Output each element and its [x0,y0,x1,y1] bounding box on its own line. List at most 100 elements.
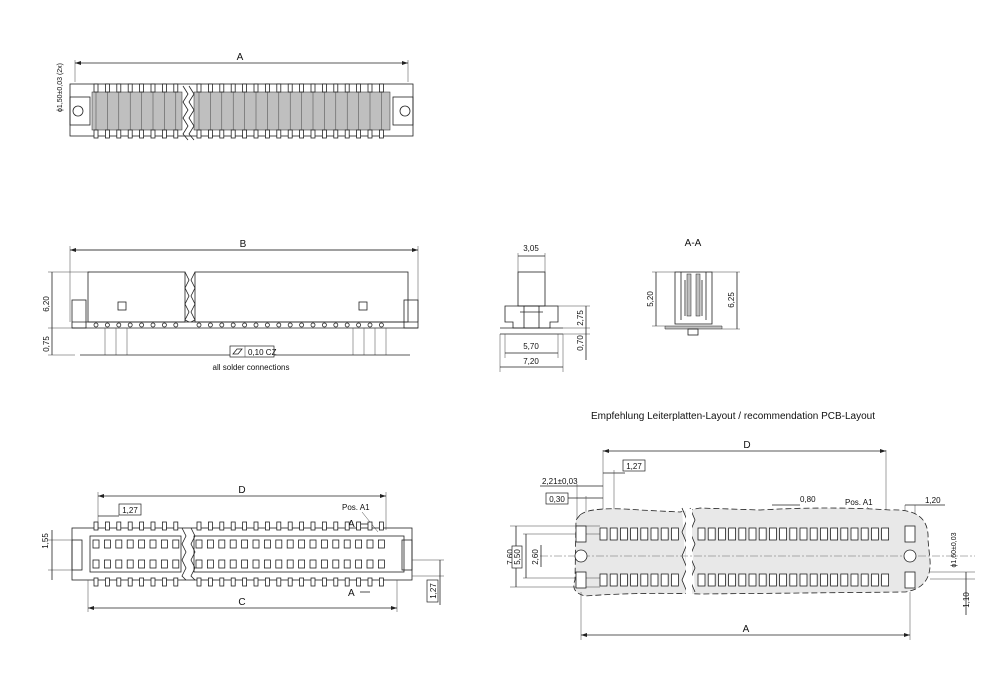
pcb-pad-top [850,527,859,541]
top-pin-lower [253,129,259,139]
bottom-contact-upper [252,539,260,549]
pcb-pad-top [748,527,757,541]
bottom-contact-lower [195,559,203,569]
dim-620: 6,20 [42,296,51,312]
pitch-box-pcb [622,459,646,472]
top-pin-lower [321,129,327,139]
top-pin-upper [356,83,362,93]
pcb-pad-top [660,527,669,541]
front-pin [219,322,225,328]
dim-520: 5,20 [646,291,655,307]
bottom-contact-upper [229,539,237,549]
bottom-contact-lower [172,559,180,569]
front-pin [276,322,282,328]
pcb-pad-top [769,527,777,541]
bottom-contact-upper [218,539,226,549]
pcb-pad-top [779,527,787,541]
top-pin-upper [287,83,293,93]
top-pin-upper [196,83,202,93]
bottom-pin-upper [344,521,350,531]
bottom-pin-upper [356,521,362,531]
top-pin-lower [333,129,339,139]
pcb-pad-top [728,527,736,541]
pcb-pad-bottom [748,573,757,587]
bottom-contact-lower [275,559,283,569]
pcb-pad-bottom [881,573,889,587]
pcb-pad-top [620,527,628,541]
bottom-pin-lower [219,577,225,587]
bottom-pin-upper [93,521,99,531]
top-pin-upper [242,83,248,93]
box-550 [511,545,523,569]
pcb-pad-bottom [871,573,879,587]
top-pin-upper [276,83,282,93]
pcb-anchor-bl [575,571,587,589]
bottom-pin-upper [310,521,316,531]
pcb-pad-top [830,527,838,541]
bottom-pin-upper [230,521,236,531]
bottom-pin-lower [356,577,362,587]
top-pin-lower [219,129,225,139]
bottom-contact-upper [172,539,180,549]
pcb-pad-bottom [850,573,859,587]
front-pin [139,322,145,328]
bottom-contact-lower [263,559,271,569]
top-pin-lower [207,129,213,139]
pcb-pad-top [650,527,659,541]
top-pin-upper [378,83,384,93]
bottom-contact-lower [241,559,249,569]
mount-hole-right [399,105,411,117]
bottom-contact-upper [126,539,134,549]
top-pin-upper [230,83,236,93]
top-pin-upper [93,83,99,93]
bottom-contact-lower [218,559,226,569]
bottom-pin-upper [367,521,373,531]
bottom-pin-rows [92,521,385,587]
pcb-pad-top [881,527,889,541]
front-pin [207,322,213,328]
bottom-contact-lower [332,559,340,569]
bottom-pin-lower [116,577,122,587]
dim-b: B [240,239,247,250]
pcb-pad-bottom [707,573,716,587]
pcb-pad-bottom [728,573,736,587]
bottom-pin-upper [173,521,179,531]
dim-110: 1,10 [962,592,971,608]
bottom-contact-lower [160,559,168,569]
top-pin-upper [127,83,133,93]
bottom-pin-upper [161,521,167,531]
dim-720: 7,20 [523,357,539,366]
bottom-contact-upper [320,539,328,549]
pcb-pad-bottom [620,573,628,587]
bottom-view: D 1,27 Pos. A1 A A C 1,55 1,27 [41,485,444,612]
bottom-contact-upper [92,539,100,549]
top-pin-upper [333,83,339,93]
bottom-pin-lower [299,577,305,587]
front-pin [264,322,270,328]
pcb-pad-top [738,527,747,541]
top-pin-lower [230,129,236,139]
section-label: A-A [685,238,702,249]
dim-hole-top: ϕ1,50±0,03 (2x) [57,63,64,112]
bottom-pin-upper [196,521,202,531]
bottom-pin-upper [264,521,270,531]
pcb-pad-bottom [789,573,798,587]
top-pin-lower [299,129,305,139]
bottom-contact-upper [343,539,351,549]
top-pin-lower [105,129,110,139]
top-pin-lower [378,129,384,139]
pcb-pad-top [789,527,798,541]
flatness-box [229,345,275,358]
top-pin-lower [116,129,122,139]
top-pin-upper [116,83,122,93]
front-pin [93,322,99,328]
bottom-pin-lower [264,577,270,587]
top-pin-upper [105,83,110,93]
pcb-anchor-br [904,571,916,589]
bottom-contact-upper [263,539,271,549]
top-pin-upper [310,83,316,93]
section-a-a: A-A 5,20 6,25 [646,238,740,336]
bottom-contact-upper [115,539,123,549]
front-view: B 6,20 0,75 0,10 CZ all solder connectio… [42,239,419,372]
dim-d-bottom: D [238,485,245,496]
